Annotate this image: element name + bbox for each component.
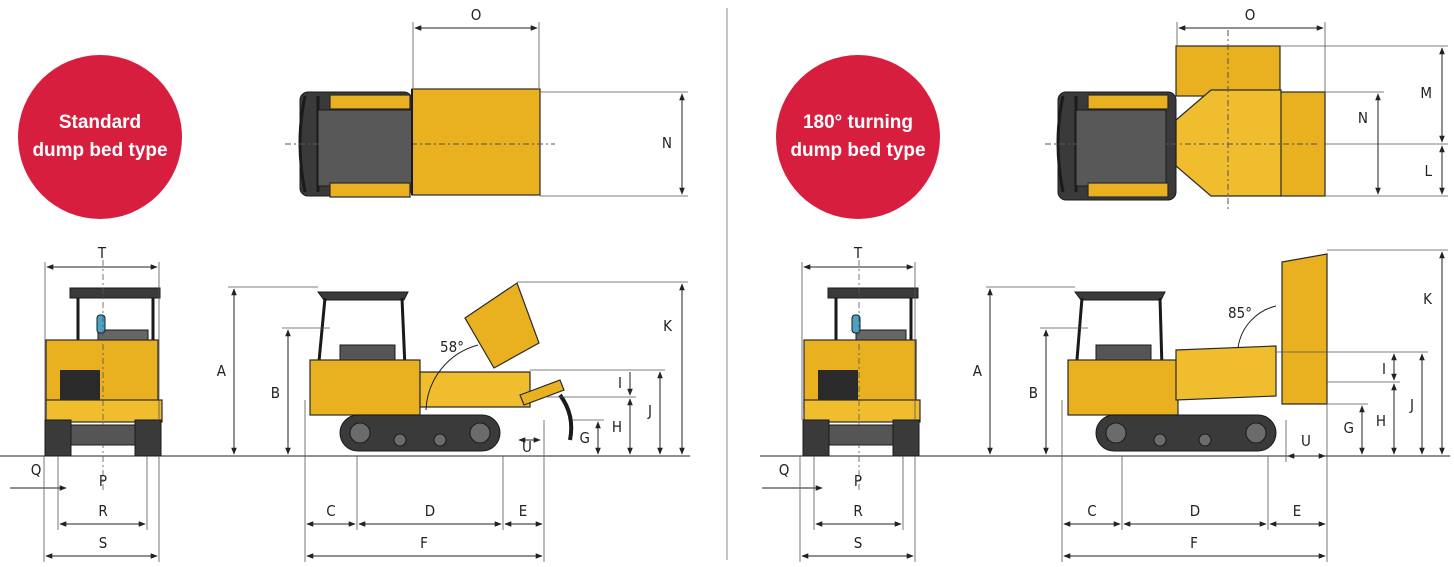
label-H: H (1376, 412, 1386, 430)
right-panel: O M L N (760, 6, 1450, 562)
label-G: G (1344, 419, 1354, 437)
label-R: R (98, 502, 107, 520)
left-type-badge: Standard dump bed type (18, 55, 182, 219)
label-B: B (271, 384, 280, 402)
label-D: D (1190, 502, 1200, 520)
right-angle: 85° (1228, 304, 1252, 322)
label-P: P (99, 472, 107, 490)
left-front-view (44, 260, 163, 490)
label-E: E (519, 502, 528, 520)
label-J: J (1409, 396, 1414, 414)
left-angle: 58° (440, 338, 464, 356)
label-B: B (1029, 384, 1038, 402)
left-top-view (285, 88, 555, 198)
label-I: I (1382, 360, 1386, 378)
label-O: O (471, 6, 482, 24)
label-O: O (1245, 6, 1256, 24)
label-K: K (1423, 290, 1433, 308)
label-R: R (853, 502, 862, 520)
label-F: F (1190, 534, 1198, 552)
label-T: T (853, 244, 863, 262)
label-L: L (1424, 162, 1432, 180)
label-G: G (580, 429, 590, 447)
right-type-badge-text: 180° turning dump bed type (790, 112, 926, 161)
right-front-view (802, 260, 921, 490)
left-side-view (309, 282, 574, 452)
label-I: I (618, 374, 622, 392)
label-S: S (854, 534, 863, 552)
label-N: N (662, 134, 672, 152)
label-T: T (97, 244, 107, 262)
label-P: P (854, 472, 862, 490)
label-S: S (99, 534, 108, 552)
label-E: E (1293, 502, 1302, 520)
label-D: D (425, 502, 435, 520)
left-type-badge-text: Standard dump bed type (32, 112, 168, 161)
label-M: M (1420, 84, 1432, 102)
label-U: U (522, 438, 532, 456)
label-N: N (1358, 109, 1368, 127)
left-panel: O N (0, 6, 690, 562)
label-C: C (1087, 502, 1096, 520)
label-Q: Q (779, 461, 790, 479)
label-F: F (420, 534, 428, 552)
label-H: H (612, 418, 622, 436)
label-A: A (973, 362, 983, 380)
right-type-badge: 180° turning dump bed type (776, 55, 940, 219)
label-J: J (647, 402, 652, 420)
label-Q: Q (31, 461, 42, 479)
label-A: A (217, 362, 227, 380)
right-top-view (1045, 30, 1326, 210)
label-C: C (326, 502, 335, 520)
right-side-view (1067, 253, 1328, 452)
label-K: K (663, 317, 673, 335)
label-U: U (1301, 432, 1311, 450)
